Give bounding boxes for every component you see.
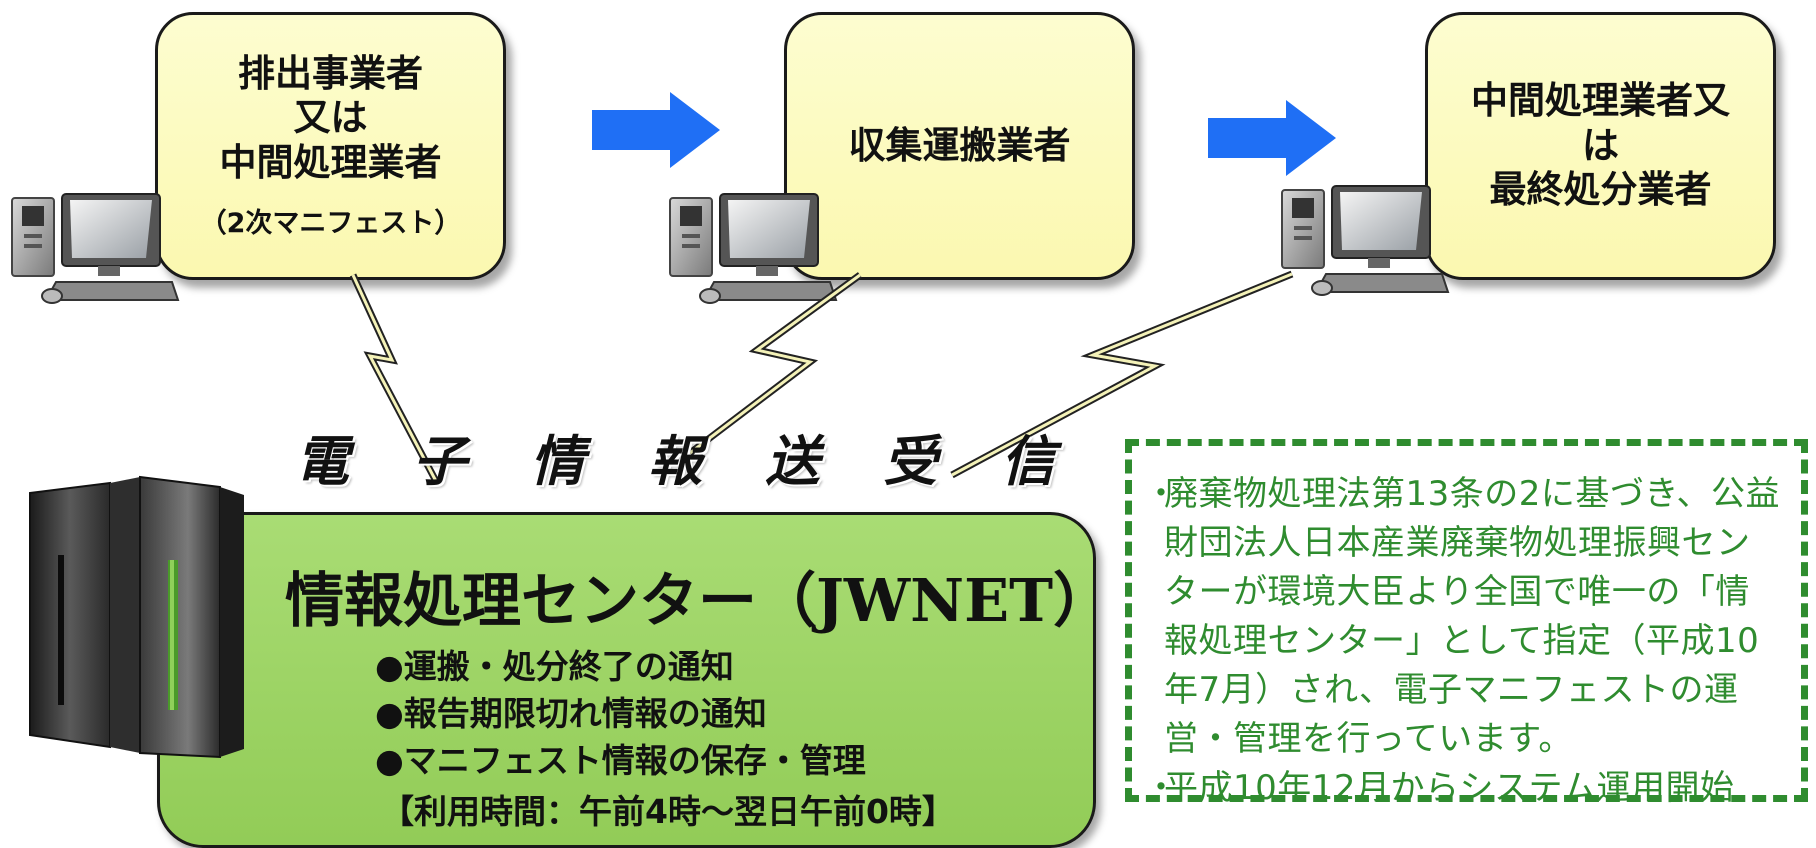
node-discharger: 排出事業者 又は 中間処理業者 （2次マニフェスト） bbox=[155, 12, 506, 280]
desktop-computer-icon bbox=[1281, 185, 1450, 296]
server-icon bbox=[29, 475, 244, 759]
right-arrow-icon bbox=[592, 92, 720, 168]
feature-item: ●運搬・処分終了の通知 bbox=[375, 647, 734, 686]
info-center-title: 情報処理センター（JWNET） bbox=[285, 566, 1112, 635]
notes-box: ・ 廃棄物処理法第13条の2に基づき、公益財団法人日本産業廃棄物処理振興センター… bbox=[1125, 439, 1808, 808]
banner-char: 情 bbox=[530, 428, 585, 493]
transmission-banner: 電 子 情 報 送 受 信 bbox=[295, 420, 1055, 493]
node-collector: 収集運搬業者 bbox=[784, 12, 1135, 280]
info-center-features: ●運搬・処分終了の通知 ●報告期限切れ情報の通知 ●マニフェスト情報の保存・管理 bbox=[375, 643, 866, 784]
node-discharger-sub: （2次マニフェスト） bbox=[199, 208, 462, 240]
lightning-link-icon bbox=[349, 273, 442, 487]
desktop-computer-icon bbox=[669, 193, 838, 304]
banner-char: 電 bbox=[295, 428, 349, 493]
banner-char: 送 bbox=[765, 428, 820, 493]
node-discharger-line-3: 中間処理業者 bbox=[219, 140, 442, 184]
node-discharger-line-1: 排出事業者 bbox=[238, 51, 423, 95]
node-processor-line-1: 中間処理業者又 bbox=[1471, 79, 1730, 123]
note-item: ・ 廃棄物処理法第13条の2に基づき、公益財団法人日本産業廃棄物処理振興センター… bbox=[1144, 470, 1783, 764]
node-discharger-line-2: 又は bbox=[293, 96, 368, 140]
feature-item: ●報告期限切れ情報の通知 bbox=[375, 694, 767, 733]
banner-char: 子 bbox=[412, 428, 467, 493]
feature-item: ●マニフェスト情報の保存・管理 bbox=[375, 741, 866, 780]
right-arrow-icon bbox=[1208, 100, 1336, 176]
node-processor: 中間処理業者又 は 最終処分業者 bbox=[1425, 12, 1776, 280]
note-text: 廃棄物処理法第13条の2に基づき、公益財団法人日本産業廃棄物処理振興センターが環… bbox=[1164, 474, 1781, 759]
note-text: 平成10年12月からシステム運用開始 bbox=[1164, 768, 1735, 808]
node-processor-line-2: は bbox=[1582, 123, 1619, 167]
node-processor-line-3: 最終処分業者 bbox=[1489, 168, 1712, 212]
service-hours: 【利用時間：午前4時～翌日午前0時】 bbox=[381, 792, 955, 831]
note-item: ・ 平成10年12月からシステム運用開始 bbox=[1144, 764, 1783, 813]
banner-char: 受 bbox=[883, 428, 938, 493]
desktop-computer-icon bbox=[11, 193, 180, 304]
note-bullet: ・ bbox=[1144, 474, 1179, 514]
lightning-link-icon bbox=[687, 272, 863, 456]
lightning-link-icon bbox=[950, 270, 1294, 479]
banner-char: 報 bbox=[647, 428, 702, 493]
note-bullet: ・ bbox=[1144, 768, 1179, 808]
node-collector-label: 収集運搬業者 bbox=[848, 123, 1071, 167]
info-center-box: 情報処理センター（JWNET） ●運搬・処分終了の通知 ●報告期限切れ情報の通知… bbox=[157, 512, 1112, 848]
banner-char: 信 bbox=[1000, 428, 1055, 493]
